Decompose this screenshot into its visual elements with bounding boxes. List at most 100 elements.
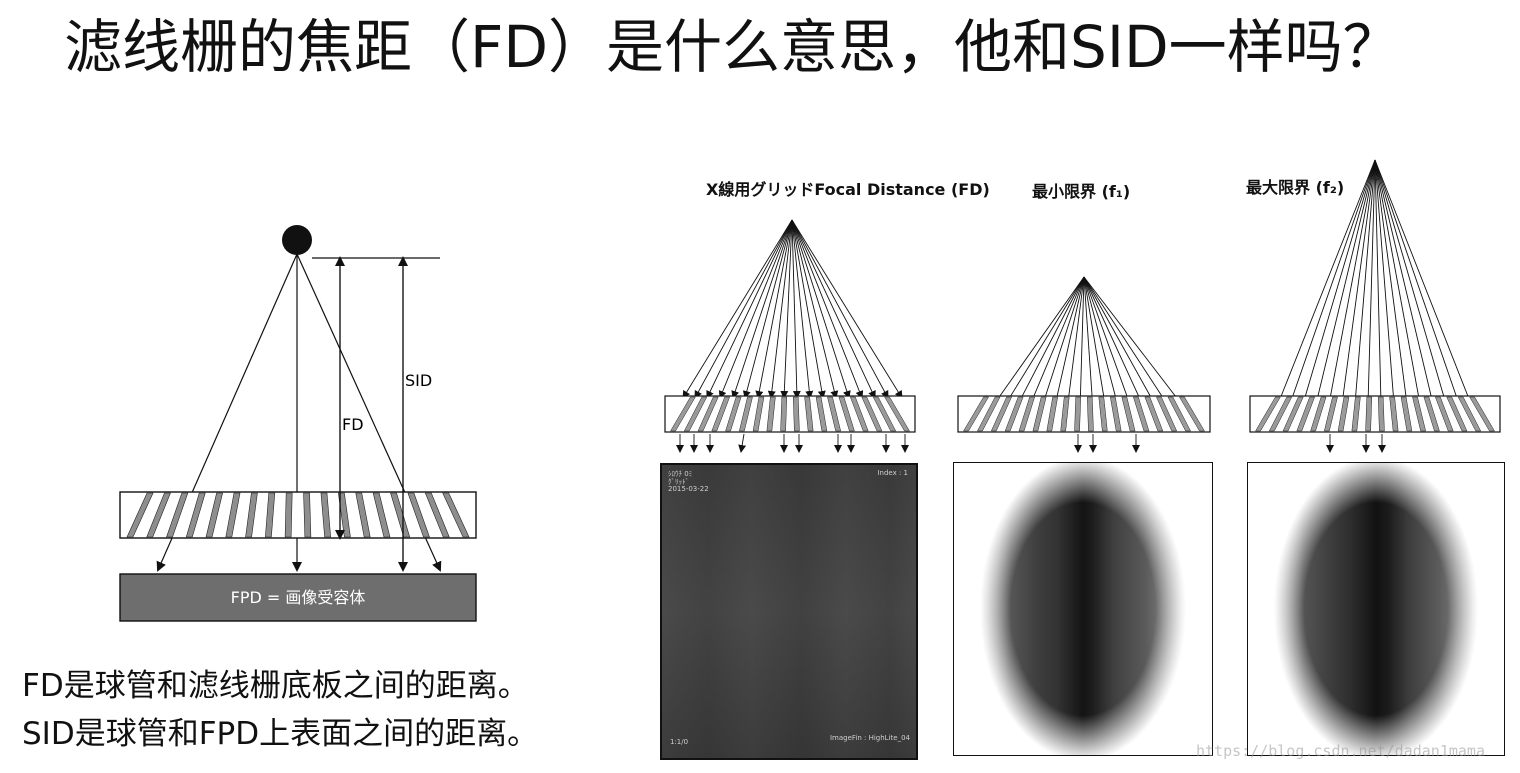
focal-distance-comparison-figure <box>664 159 1501 453</box>
grid-strip <box>245 492 258 538</box>
grid-strip <box>670 396 696 432</box>
grid-strip <box>780 396 788 432</box>
x-ray-beam <box>791 219 864 399</box>
grid-strip <box>1121 396 1136 432</box>
x-ray-beam <box>682 219 793 399</box>
grid-strip <box>1389 396 1399 432</box>
panel-title-max-limit: 最大限界 (f₂) <box>1246 178 1345 197</box>
x-ray-beam <box>791 219 839 399</box>
grid-strip <box>815 396 828 432</box>
grid-strip <box>1434 396 1454 432</box>
grid-strip <box>338 492 351 538</box>
x-ray-beam <box>1374 159 1461 405</box>
grid-plate-max-limit <box>1249 395 1501 433</box>
x-ray-beam <box>767 219 793 399</box>
grid-strip <box>1423 396 1440 432</box>
x-ray-beam <box>1083 276 1172 411</box>
x-ray-beam <box>694 219 793 399</box>
overlay-text: 1:1/0 <box>670 738 689 746</box>
x-ray-beam <box>1039 276 1085 411</box>
grid-strip <box>739 396 753 432</box>
x-ray-beam <box>1083 276 1159 411</box>
grid-strip <box>372 492 391 538</box>
x-ray-beam <box>1326 159 1376 405</box>
x-ray-tube-focal-spot <box>282 225 312 255</box>
transmitted-beams-max-limit <box>1326 434 1386 453</box>
slide-title: 滤线栅的焦距（FD）是什么意思，他和SID一样吗？ <box>64 13 1401 81</box>
grid-strip <box>1255 396 1281 432</box>
grid-strip <box>752 396 765 432</box>
caption-sid-definition: SID是球管和FPD上表面之间的距离。 <box>22 716 539 752</box>
grid-strip <box>303 492 312 538</box>
grid-strip <box>849 396 869 432</box>
transmitted-beams-min-limit <box>1074 434 1140 453</box>
grid-strip <box>1167 396 1192 432</box>
x-ray-beam <box>1374 159 1473 405</box>
overlay-text: 2015-03-22 <box>668 485 709 493</box>
x-ray-beam <box>1014 276 1085 411</box>
x-ray-beam <box>1374 159 1385 405</box>
x-ray-beam <box>1374 159 1423 405</box>
grid-strip <box>1412 396 1426 432</box>
grid-strip <box>1324 396 1338 432</box>
watermark: https://blog.csdn.net/dadan1mama <box>1196 742 1485 760</box>
grid-strip <box>284 492 293 538</box>
grid-strip <box>1098 396 1108 432</box>
grid-strip <box>225 492 241 538</box>
overlay-text: ｸﾞﾘｯﾄﾞ <box>668 478 689 486</box>
x-ray-beam <box>1083 276 1122 411</box>
x-ray-beam <box>755 219 793 399</box>
grid-strip <box>1282 396 1304 432</box>
x-ray-beam <box>791 219 876 399</box>
overlay-text: ImageFin : HighLite_04 <box>829 734 910 742</box>
grid-strip <box>185 492 206 538</box>
sid-label: SID <box>405 371 432 390</box>
x-ray-beam <box>1351 159 1376 405</box>
grid-plate <box>119 491 477 539</box>
grid-strip <box>205 492 223 538</box>
grid-strip <box>827 396 841 432</box>
beam-fan-max-limit <box>1276 159 1473 405</box>
x-ray-beam <box>1301 159 1376 405</box>
grid-strip <box>424 492 450 538</box>
grid-strip <box>1446 396 1468 432</box>
grid-strip <box>1365 396 1373 432</box>
grid-strip <box>976 396 1001 432</box>
grid-strip <box>1351 396 1361 432</box>
grid-strip <box>1377 396 1385 432</box>
x-ray-beam <box>1083 276 1187 411</box>
x-ray-beam <box>1338 159 1376 405</box>
x-ray-beam <box>1364 159 1376 405</box>
x-ray-beam <box>791 219 903 399</box>
grid-strip <box>355 492 371 538</box>
x-ray-beam <box>791 219 826 399</box>
fpd-detector: FPD = 画像受容体 <box>119 573 477 622</box>
caption-fd-definition: FD是球管和滤线栅底板之间的距离。 <box>22 668 529 704</box>
grid-strip <box>407 492 430 538</box>
radiograph-fd: ｼﾛｳﾁ 0ﾐ ｸﾞﾘｯﾄﾞ 2015-03-22 Index : 1 1:1/… <box>660 463 918 760</box>
grid-strip <box>861 396 883 432</box>
grid-strip <box>1337 396 1350 432</box>
grid-strip <box>697 396 719 432</box>
grid-strip <box>711 396 731 432</box>
overlay-text: Index : 1 <box>877 469 908 477</box>
x-ray-beam <box>706 219 793 399</box>
grid-strip <box>390 492 411 538</box>
fd-label: FD <box>342 415 364 434</box>
grid-strip <box>766 396 776 432</box>
x-ray-beam <box>1001 276 1085 411</box>
grid-strip <box>320 492 331 538</box>
x-ray-beam <box>1027 276 1085 411</box>
grid-geometry-diagram: FD SID FPD = 画像受容体 <box>119 225 477 622</box>
grid-strip <box>1179 396 1205 432</box>
grid-strip <box>1156 396 1178 432</box>
grid-strip <box>166 492 189 538</box>
x-ray-beam <box>742 219 793 399</box>
grid-strip <box>1060 396 1070 432</box>
grid-strip <box>126 492 154 538</box>
x-ray-beam <box>791 219 801 399</box>
grid-plate-min-limit <box>957 395 1211 433</box>
overlay-text: ｼﾛｳﾁ 0ﾐ <box>668 470 693 478</box>
grid-strip <box>146 492 171 538</box>
x-ray-beam <box>989 276 1085 411</box>
